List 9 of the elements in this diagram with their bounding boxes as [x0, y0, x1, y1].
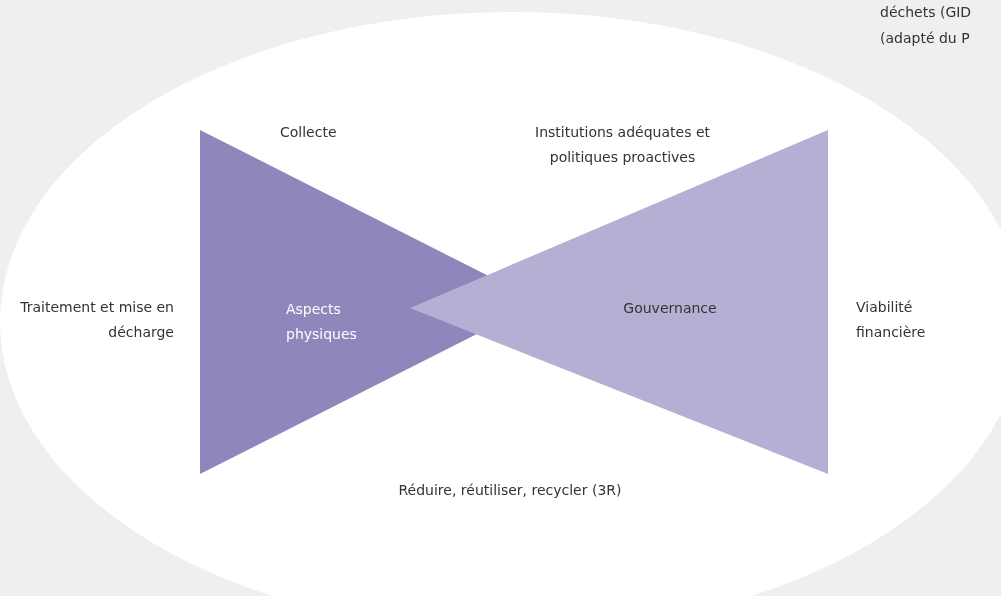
triangle-label: Aspects physiques [286, 300, 358, 344]
text-label: Collecte [280, 123, 338, 142]
triangle-label: Gouvernance [622, 299, 718, 318]
text-label: Réduire, réutiliser, recycler (3R) [397, 481, 623, 500]
text-label: Institutions adéquates et politiques proactives [534, 123, 711, 167]
text-label: Traitement et mise en décharge [19, 298, 174, 342]
text-label: Viabilité financière [856, 298, 927, 342]
text-label: déchets (GID [880, 3, 973, 22]
text-label: (adapté du P [880, 29, 971, 48]
